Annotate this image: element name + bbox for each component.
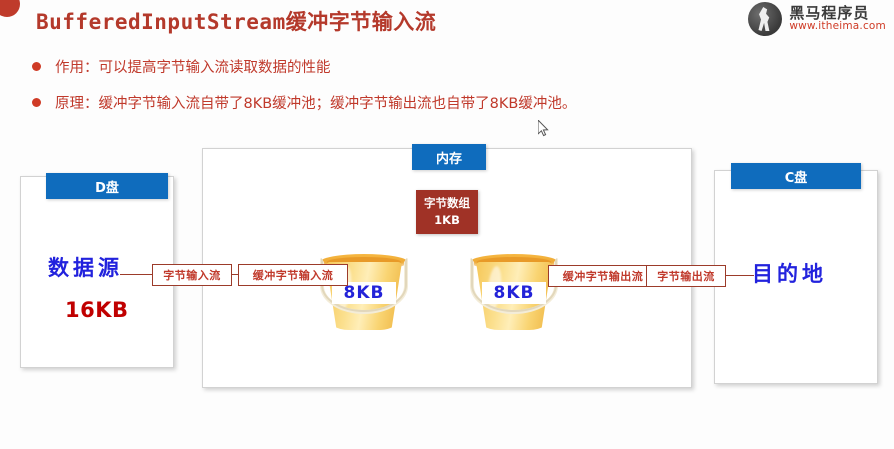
buffered-input-stream-label: 缓冲字节输入流 (238, 264, 348, 286)
buffered-output-stream-label: 缓冲字节输出流 (548, 265, 658, 287)
output-buffer-bucket: 8KB (468, 252, 560, 334)
byte-array-size: 1KB (434, 213, 460, 227)
c-drive-header: C盘 (731, 163, 861, 189)
bullet-dot-icon (32, 62, 41, 71)
bullet-text: 作用：可以提高字节输入流读取数据的性能 (55, 60, 331, 76)
byte-array-name: 字节数组 (424, 196, 470, 211)
destination-label: 目的地 (752, 262, 827, 286)
bullet-item-principle: 原理：缓冲字节输入流自带了8KB缓冲池；缓冲字节输出流也自带了8KB缓冲池。 (32, 92, 576, 113)
byte-output-stream-label: 字节输出流 (646, 265, 726, 287)
logo-company-name: 黑马程序员 (789, 3, 870, 22)
bullet-dot-icon (32, 98, 41, 107)
horse-glyph (758, 7, 770, 31)
connector-output-to-dest (720, 275, 754, 276)
connector-source-to-input (120, 274, 156, 275)
mouse-cursor-icon (538, 120, 549, 137)
d-drive-panel (20, 176, 174, 368)
bucket-capacity-label: 8KB (482, 282, 546, 304)
decorative-corner-dot (0, 0, 20, 17)
data-source-label: 数据源 (48, 256, 123, 280)
horse-logo-icon (748, 2, 783, 36)
brand-logo: 黑马程序员 www.itheima.com (748, 2, 886, 36)
logo-website-url: www.itheima.com (789, 20, 886, 33)
memory-header: 内存 (412, 144, 486, 170)
byte-input-stream-label: 字节输入流 (152, 264, 232, 286)
connector-input-to-buffered (228, 274, 242, 275)
logo-text-block: 黑马程序员 www.itheima.com (789, 3, 886, 33)
byte-array-box: 字节数组 1KB (416, 190, 478, 234)
data-source-size: 16KB (65, 298, 129, 322)
bucket-capacity-label: 8KB (332, 282, 396, 304)
c-drive-panel (714, 170, 878, 384)
d-drive-header: D盘 (46, 173, 168, 199)
bullet-text: 原理：缓冲字节输入流自带了8KB缓冲池；缓冲字节输出流也自带了8KB缓冲池。 (55, 96, 577, 112)
bullet-item-purpose: 作用：可以提高字节输入流读取数据的性能 (32, 56, 331, 77)
input-buffer-bucket: 8KB (318, 252, 410, 334)
page-title: BufferedInputStream缓冲字节输入流 (36, 10, 437, 34)
